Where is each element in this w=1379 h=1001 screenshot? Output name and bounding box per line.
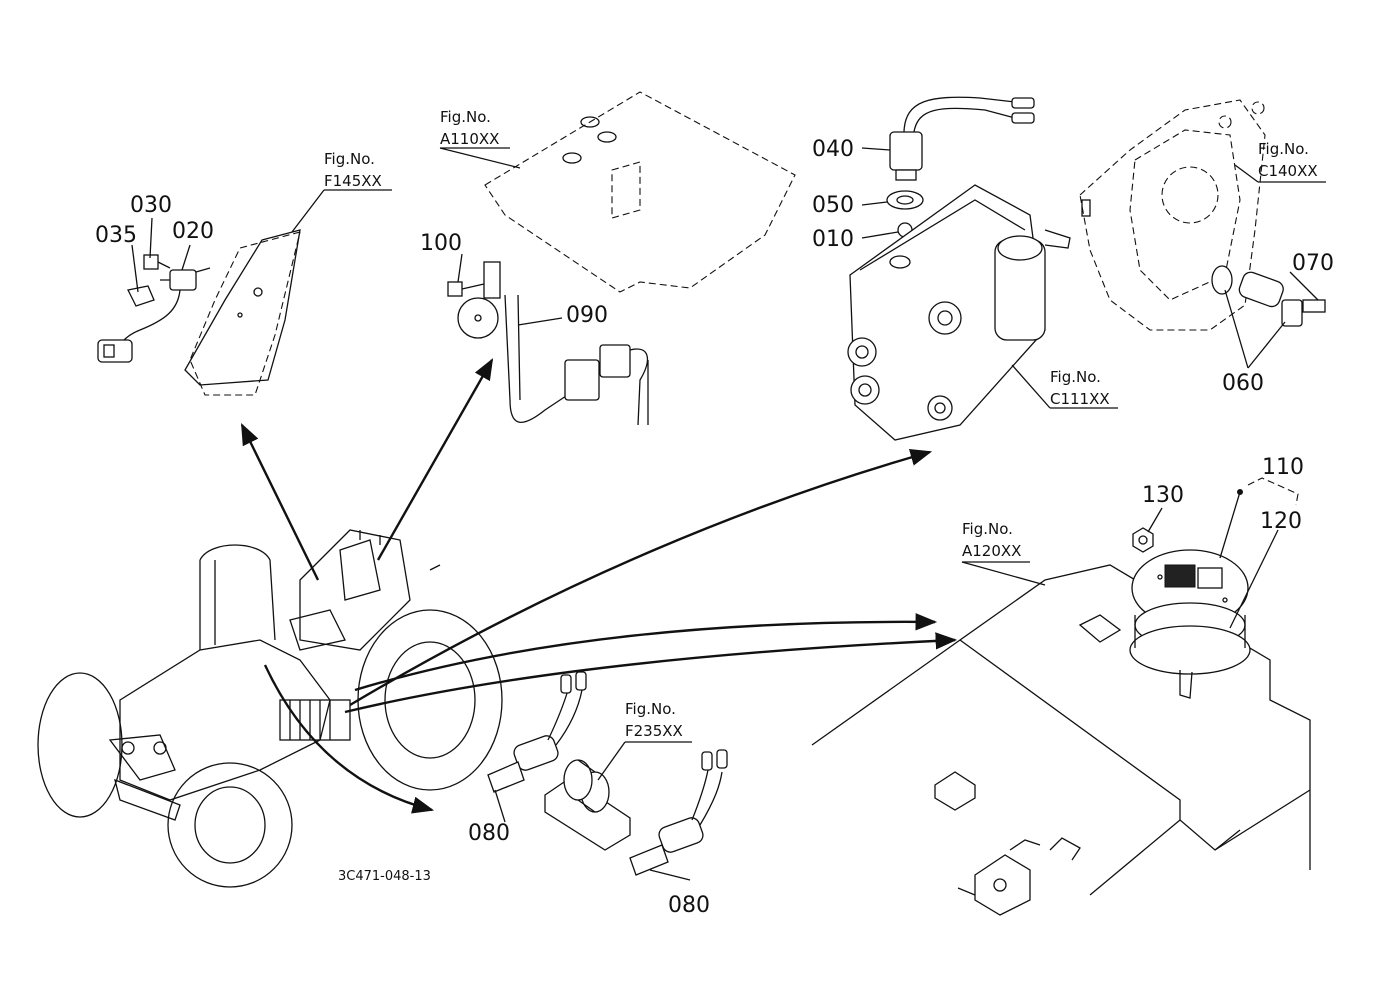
part-label-040: 040: [812, 137, 854, 162]
sensor-060: [1211, 265, 1303, 327]
group-c140: Fig.No. C140XX 070 060: [1079, 99, 1334, 396]
fig-code-a120: A120XX: [962, 542, 1021, 560]
nut-130: [1132, 527, 1154, 553]
callout-line: [131, 244, 139, 293]
fig-label-f235: Fig.No.: [625, 700, 676, 718]
callout-line: [457, 253, 463, 283]
part-label-100: 100: [420, 231, 462, 256]
callout-line: [597, 741, 626, 781]
part-label-120: 120: [1260, 509, 1302, 534]
callout-line: [1247, 321, 1286, 369]
callout-line: [1289, 271, 1319, 301]
sensor-040: [889, 96, 1035, 181]
callout-line: [181, 244, 191, 271]
fig-code-c111: C111XX: [1050, 390, 1110, 408]
set-bracket-110: [1247, 477, 1299, 506]
part-label-080-lower: 080: [668, 893, 710, 918]
bracket-plate: [184, 229, 301, 396]
housing-cover: [1079, 99, 1266, 331]
part-label-110: 110: [1262, 455, 1304, 480]
part-label-030: 030: [130, 193, 172, 218]
group-f235: Fig.No. F235XX 080 080: [468, 671, 728, 918]
callout-line: [149, 217, 153, 259]
sensor-080-upper: [487, 671, 587, 793]
seal-050: [886, 190, 924, 210]
tractor-illustration: [37, 529, 503, 888]
callout-line: [439, 147, 521, 169]
fig-label-c111: Fig.No.: [1050, 368, 1101, 386]
fig-code-a110: A110XX: [440, 130, 499, 148]
callout-line: [961, 561, 1046, 586]
callout-line: [649, 869, 691, 881]
part-label-050: 050: [812, 193, 854, 218]
part-label-090: 090: [566, 303, 608, 328]
part-label-060: 060: [1222, 371, 1264, 396]
callout-line: [517, 317, 563, 326]
bolt-070: [1302, 299, 1326, 313]
valve-body: [847, 184, 1071, 441]
group-a110: Fig.No. A110XX 100 090: [420, 91, 796, 426]
callout-line: [1147, 507, 1163, 533]
part-label-130: 130: [1142, 483, 1184, 508]
part-label-020: 020: [172, 219, 214, 244]
sensor-020: [117, 267, 211, 353]
callout-line: [1219, 491, 1241, 559]
fig-code-f145: F145XX: [324, 172, 382, 190]
callout-line: [1229, 529, 1279, 629]
fig-code-c140: C140XX: [1258, 162, 1318, 180]
part-label-010: 010: [812, 227, 854, 252]
fig-code-f235: F235XX: [625, 722, 683, 740]
bracket-f235: [544, 759, 631, 851]
bolt-030: [143, 254, 171, 270]
clamp-035: [127, 285, 155, 307]
set-dot: [1237, 489, 1243, 495]
fuel-unit-120: [1129, 549, 1251, 699]
drawing-code: 3C471-048-13: [338, 869, 431, 884]
switch-100: [447, 261, 501, 339]
callout-line: [1224, 289, 1249, 369]
fig-label-a120: Fig.No.: [962, 520, 1013, 538]
sensor-080-lower: [629, 749, 728, 876]
callout-line: [861, 231, 899, 239]
callout-line: [291, 189, 325, 233]
group-f145: Fig.No. F145XX 030 035 020: [95, 150, 392, 396]
part-label-080-upper: 080: [468, 821, 510, 846]
callout-line: [1011, 364, 1051, 409]
part-label-070: 070: [1292, 251, 1334, 276]
group-c111: Fig.No. C111XX 040 050 010: [812, 96, 1118, 441]
group-a120: Fig.No. A120XX 110 130 120: [811, 455, 1311, 916]
connector-f145: [97, 339, 133, 363]
callout-line: [494, 789, 506, 823]
seat-plate: [484, 91, 796, 293]
callout-line: [1234, 164, 1259, 183]
pointer-arrows: [240, 358, 958, 814]
callout-line: [861, 201, 888, 206]
fig-label-c140: Fig.No.: [1258, 140, 1309, 158]
part-label-035: 035: [95, 223, 137, 248]
fig-label-a110: Fig.No.: [440, 108, 491, 126]
callout-line: [861, 147, 891, 151]
fig-label-f145: Fig.No.: [324, 150, 375, 168]
harness-090: [504, 294, 649, 426]
